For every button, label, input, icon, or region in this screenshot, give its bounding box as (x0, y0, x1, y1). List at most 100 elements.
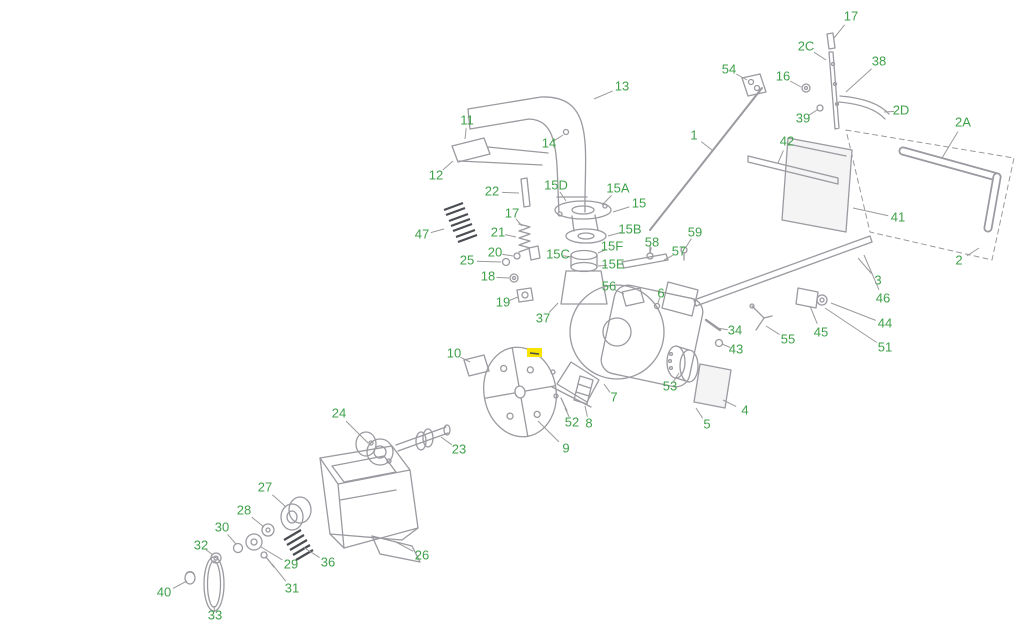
leader-line-13 (593, 90, 613, 100)
part-label-29: 29 (284, 556, 298, 571)
leader-line-26 (393, 540, 414, 552)
part-hardware-cluster-left (501, 245, 541, 303)
part-cover-panel-4 (693, 363, 732, 409)
leader-line-34 (716, 327, 728, 331)
leader-line-39 (808, 109, 818, 116)
leader-line-15F (597, 248, 607, 254)
part-strip-42 (747, 155, 839, 185)
leader-line-52 (564, 407, 570, 418)
leader-line-5 (695, 407, 704, 419)
part-label-5: 5 (703, 416, 710, 431)
part-label-28: 28 (237, 502, 251, 517)
leader-line-36 (302, 546, 320, 559)
part-label-2: 2 (955, 252, 962, 267)
part-label-16: 16 (776, 68, 790, 83)
part-plate-10 (463, 354, 490, 377)
leader-line-9 (537, 420, 560, 443)
part-shaft-23 (395, 424, 451, 452)
part-hopper-panel-41 (781, 137, 853, 233)
part-label-56: 56 (602, 278, 616, 293)
leader-line-17 (833, 24, 846, 39)
part-belt-33 (203, 556, 225, 612)
leader-line-46 (863, 254, 880, 290)
part-label-15C: 15C (546, 246, 570, 261)
part-fin-stack-47 (443, 201, 478, 244)
leader-line-8 (584, 405, 588, 417)
part-label-17: 17 (844, 8, 858, 23)
highlighted-fastener (527, 348, 542, 357)
part-discharge-chute (467, 96, 588, 213)
part-label-15B: 15B (618, 221, 641, 236)
leader-line-20 (502, 253, 514, 257)
part-belt-guard-36 (283, 529, 314, 561)
leader-line-31 (271, 563, 287, 582)
part-label-34: 34 (728, 322, 742, 337)
part-rotor-drum-53 (666, 345, 699, 383)
part-label-22: 22 (485, 183, 499, 198)
part-label-46: 46 (876, 290, 890, 305)
leader-line-18 (496, 276, 510, 279)
part-label-27: 27 (258, 479, 272, 494)
leader-line-59 (685, 238, 692, 248)
leader-line-53 (673, 372, 680, 382)
part-label-15F: 15F (601, 238, 623, 253)
leader-line-14 (554, 134, 564, 141)
leader-line-27 (272, 494, 287, 508)
part-label-2C: 2C (798, 38, 815, 53)
leader-line-15B (607, 231, 622, 237)
leader-line-17 (515, 218, 523, 227)
leader-line-15 (612, 206, 630, 213)
part-label-54: 54 (722, 61, 736, 76)
part-label-15D: 15D (544, 177, 568, 192)
leader-line-22 (501, 191, 520, 194)
part-label-23: 23 (452, 441, 466, 456)
leader-line-6 (657, 297, 661, 304)
part-strip-3 (693, 235, 873, 307)
part-label-15E: 15E (601, 256, 624, 271)
part-grate-8 (560, 375, 594, 412)
leader-line-2 (966, 247, 980, 257)
part-label-8: 8 (585, 415, 592, 430)
leader-line-3 (857, 257, 872, 274)
part-label-59: 59 (688, 224, 702, 239)
part-label-4: 4 (741, 402, 748, 417)
leader-line-33 (213, 605, 216, 613)
part-label-58: 58 (645, 234, 659, 249)
part-optional-hopper-2 (845, 129, 1015, 261)
leader-line-2D (883, 110, 895, 113)
part-label-45: 45 (814, 324, 828, 339)
leader-line-1 (700, 141, 713, 151)
leader-line-29 (260, 546, 283, 561)
part-label-36: 36 (321, 554, 335, 569)
part-label-43: 43 (729, 341, 743, 356)
part-label-26: 26 (415, 547, 429, 562)
leader-line-2A (941, 131, 959, 159)
part-label-39: 39 (796, 110, 810, 125)
leader-line-15C (563, 255, 572, 258)
part-label-53: 53 (663, 378, 677, 393)
exploded-diagram-artwork (184, 32, 1015, 612)
part-label-55: 55 (781, 331, 795, 346)
part-label-24: 24 (332, 405, 346, 420)
part-label-51: 51 (878, 339, 892, 354)
part-flange-stack-15 (554, 200, 612, 273)
leader-line-57 (663, 254, 674, 261)
leader-line-41 (852, 207, 889, 217)
part-rod-22 (520, 177, 531, 208)
leader-line-40 (172, 580, 188, 589)
part-label-31: 31 (285, 580, 299, 595)
part-spacer-40 (184, 570, 196, 585)
leader-line-55 (765, 325, 780, 336)
leader-line-30 (227, 534, 237, 545)
leader-line-15D (559, 191, 567, 202)
part-label-13: 13 (615, 78, 629, 93)
leader-line-21 (505, 234, 517, 238)
leader-line-16 (789, 80, 802, 88)
part-label-42: 42 (780, 133, 794, 148)
part-switch-bracket-54 (741, 73, 767, 97)
leader-line-25 (476, 260, 502, 263)
leader-line-4 (722, 399, 737, 408)
leader-line-51 (824, 307, 877, 343)
